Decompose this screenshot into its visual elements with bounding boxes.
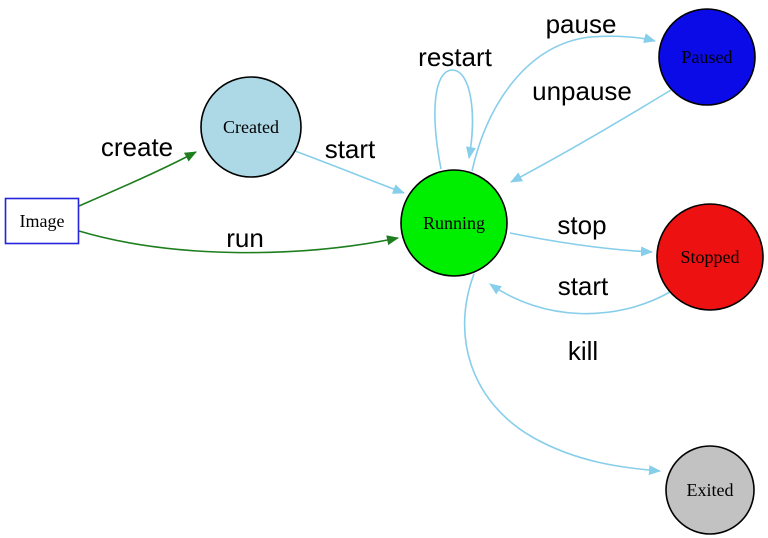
edge-run-line — [78, 230, 399, 254]
node-created-label: Created — [223, 117, 279, 137]
edge-start-from-stopped-line — [489, 283, 671, 315]
edge-unpause: unpause — [510, 76, 672, 183]
node-image-box — [4, 197, 80, 245]
edge-pause-line — [471, 33, 656, 172]
edge-start-from-stopped-label: start — [558, 271, 609, 301]
edge-stop-label: stop — [557, 210, 606, 240]
edge-start-from-created-line — [294, 150, 405, 194]
edge-kill: kill — [463, 273, 661, 476]
edge-stop: stop — [509, 210, 653, 257]
edge-start-from-created-label: start — [325, 134, 376, 164]
edge-create-label: create — [101, 132, 173, 162]
node-created: Created — [200, 76, 302, 178]
node-stopped-circle — [656, 203, 764, 311]
node-image: Image — [4, 197, 80, 245]
edge-stop-line — [509, 232, 653, 257]
node-paused-label: Paused — [682, 47, 733, 67]
edge-restart: restart — [418, 42, 493, 170]
edge-run-label: run — [226, 223, 264, 253]
edge-kill-line — [463, 273, 661, 476]
edge-start-from-created: start — [294, 134, 405, 194]
node-running-circle — [400, 169, 508, 277]
node-running-label: Running — [423, 213, 485, 233]
edge-restart-line — [434, 69, 476, 170]
edge-run: run — [78, 223, 399, 254]
node-paused-circle — [658, 8, 756, 106]
edge-create: create — [78, 132, 197, 207]
node-exited-circle — [665, 445, 755, 535]
edge-pause: pause — [471, 9, 656, 172]
edge-pause-label: pause — [546, 9, 617, 39]
node-paused: Paused — [658, 8, 756, 106]
edge-start-from-stopped: start — [489, 271, 671, 315]
edge-unpause-label: unpause — [532, 76, 632, 106]
edge-kill-label: kill — [568, 336, 598, 366]
edge-unpause-line — [510, 89, 672, 183]
edge-create-line — [78, 151, 197, 207]
node-image-label: Image — [20, 211, 65, 231]
node-created-circle — [200, 76, 302, 178]
node-exited: Exited — [665, 445, 755, 535]
node-stopped: Stopped — [656, 203, 764, 311]
node-exited-label: Exited — [687, 480, 734, 500]
node-running: Running — [400, 169, 508, 277]
node-stopped-label: Stopped — [680, 247, 739, 267]
edge-restart-label: restart — [418, 42, 492, 72]
